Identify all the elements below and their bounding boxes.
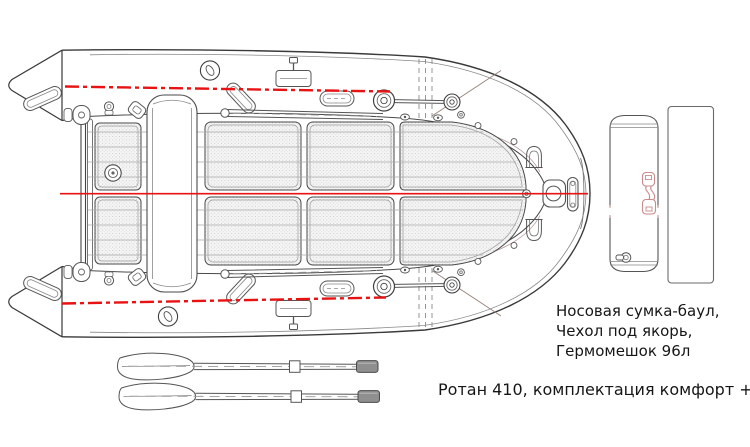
annotation-text: Носовая сумка-баул, Чехол под якорь, Гер…: [556, 302, 719, 360]
oars: [117, 352, 380, 411]
air-valve-bottom: [157, 306, 179, 327]
oar-1: [117, 352, 379, 381]
air-valve-top: [199, 60, 221, 81]
drain-plug: [104, 164, 122, 182]
axis-lines: [60, 85, 588, 305]
annotation-line-2: Чехол под якорь,: [556, 322, 692, 340]
caption-text: Ротан 410, комплектация комфорт +: [438, 380, 750, 399]
annotation-line-3: Гермомешок 96л: [556, 342, 690, 360]
oar-2: [118, 382, 380, 411]
anchor-cover: [667, 105, 715, 284]
bow-bag: [608, 114, 660, 273]
annotation-line-1: Носовая сумка-баул,: [556, 302, 719, 320]
bag-handle: [641, 171, 657, 215]
